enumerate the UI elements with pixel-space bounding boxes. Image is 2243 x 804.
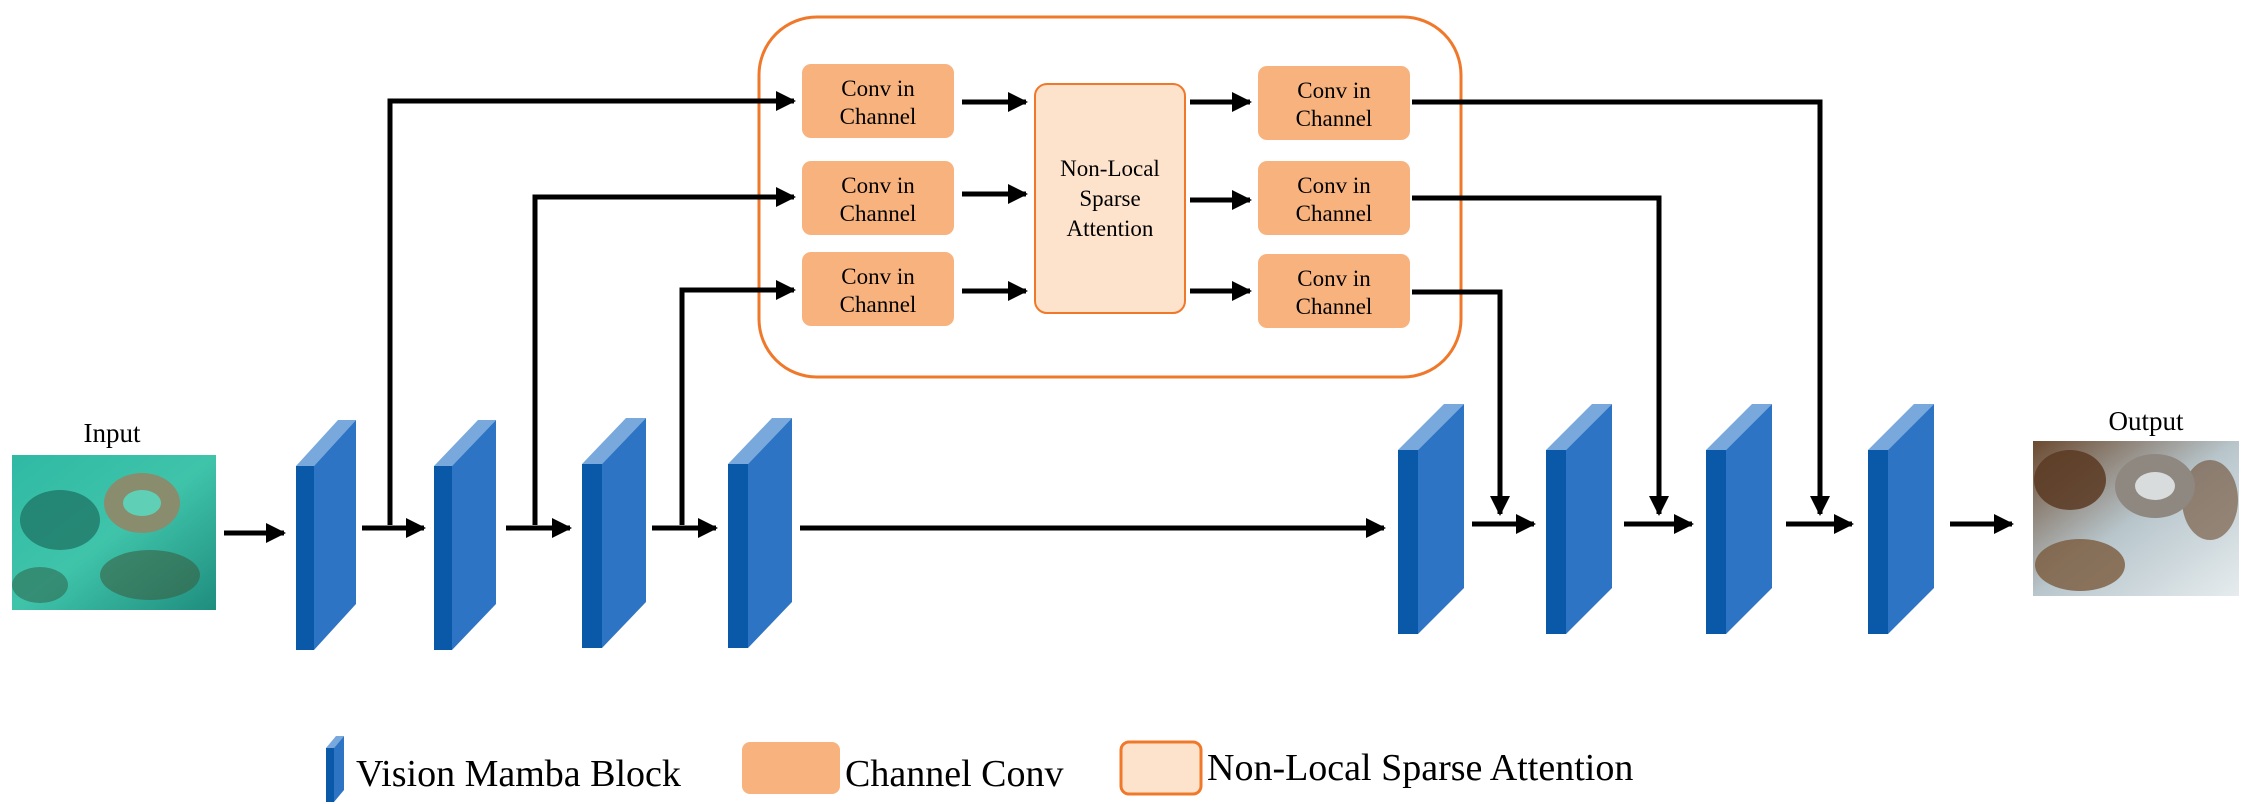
conv-block-line1: Conv in <box>841 173 915 198</box>
mamba-block-enc-3 <box>582 418 646 648</box>
conv-block-left-2: Conv in Channel <box>802 161 954 235</box>
mamba-block-enc-2 <box>434 420 496 650</box>
main-flow-arrows <box>224 514 2014 543</box>
input-label: Input <box>84 418 141 448</box>
skip-arrows-in <box>387 91 796 525</box>
legend-channel-conv-swatch <box>742 742 840 794</box>
attention-line3: Attention <box>1067 216 1154 241</box>
mamba-block-enc-1 <box>296 420 356 650</box>
mamba-block-dec-3 <box>1706 404 1772 634</box>
legend-mamba-label: Vision Mamba Block <box>356 753 681 795</box>
output-image <box>2033 441 2239 596</box>
conv-block-left-3: Conv in Channel <box>802 252 954 326</box>
mamba-block-dec-4 <box>1868 404 1934 634</box>
conv-block-line1: Conv in <box>841 264 915 289</box>
legend-mamba-swatch <box>326 736 344 802</box>
legend-nlsa-label: Non-Local Sparse Attention <box>1207 747 1633 789</box>
internal-arrows <box>962 92 1252 301</box>
conv-block-line2: Channel <box>840 201 917 226</box>
conv-block-right-3: Conv in Channel <box>1258 254 1410 328</box>
conv-block-line2: Channel <box>840 292 917 317</box>
conv-block-right-1: Conv in Channel <box>1258 66 1410 140</box>
conv-block-line2: Channel <box>1296 106 1373 131</box>
conv-block-line2: Channel <box>1296 294 1373 319</box>
output-label: Output <box>2108 406 2184 436</box>
conv-block-line2: Channel <box>1296 201 1373 226</box>
conv-block-line1: Conv in <box>841 76 915 101</box>
skip-arrows-out <box>1412 99 1830 516</box>
conv-block-line1: Conv in <box>1297 78 1371 103</box>
input-image <box>12 455 216 610</box>
mamba-block-dec-1 <box>1398 404 1464 634</box>
conv-block-line1: Conv in <box>1297 266 1371 291</box>
mamba-block-dec-2 <box>1546 404 1612 634</box>
attention-block: Non-Local Sparse Attention <box>1034 83 1186 314</box>
conv-block-line2: Channel <box>840 104 917 129</box>
conv-block-line1: Conv in <box>1297 173 1371 198</box>
attention-line2: Sparse <box>1079 186 1140 211</box>
legend-channel-conv-label: Channel Conv <box>845 753 1063 795</box>
legend-nlsa-swatch <box>1119 740 1203 796</box>
attention-line1: Non-Local <box>1060 156 1160 181</box>
mamba-block-enc-4 <box>728 418 792 648</box>
conv-block-left-1: Conv in Channel <box>802 64 954 138</box>
conv-block-right-2: Conv in Channel <box>1258 161 1410 235</box>
legend: Vision Mamba Block Channel Conv Non-Loca… <box>326 736 1633 802</box>
